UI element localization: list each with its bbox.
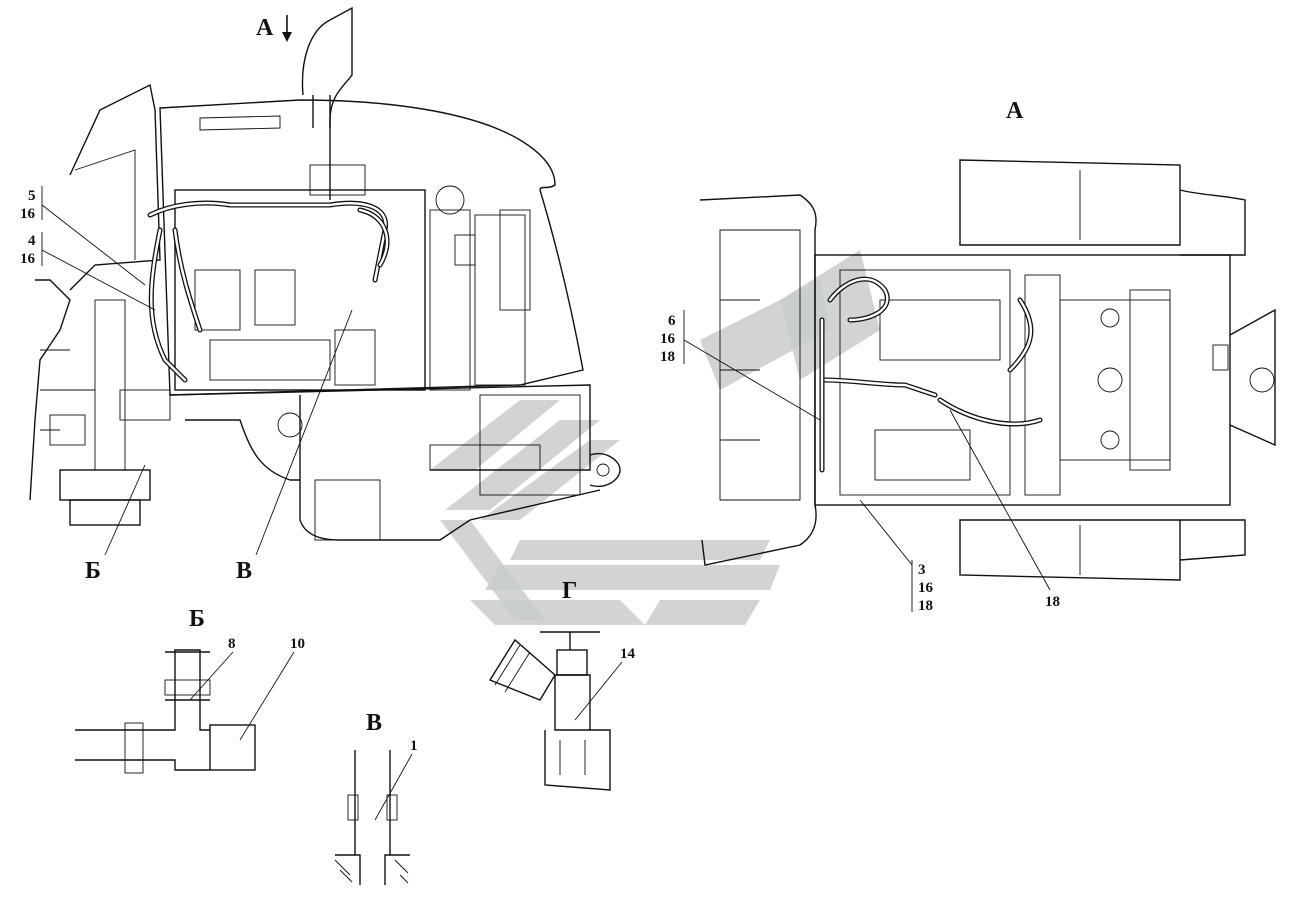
detail-b-part-10: 10 [290,636,305,652]
detail-g-part-14: 14 [620,646,636,662]
arrow-down-icon [282,15,292,42]
callout-18: 18 [660,349,675,365]
detail-g-title: Г [562,578,577,604]
callout-3: 3 [918,562,926,578]
callout-5-16: 5 16 [20,186,146,286]
detail-b-part-8: 8 [228,636,236,652]
detail-v-title: В [366,710,382,736]
detail-v-part-1: 1 [410,738,418,754]
view-arrow-label: А [256,15,274,41]
callout-3-16-18: 3 16 18 [859,499,934,614]
detail-b-title: Б [189,606,205,632]
callout-4: 4 [28,233,36,249]
side-view [29,6,621,541]
detail-b: Б 8 10 [75,606,305,774]
callout-18-label: 18 [1045,594,1060,610]
marker-v: В [236,309,353,584]
callout-6-16-18: 6 16 18 [660,310,821,421]
marker-v-label: В [236,558,252,584]
view-arrow: А [256,15,292,42]
top-view: А [699,98,1276,581]
marker-b: Б [85,464,146,584]
marker-b-label: Б [85,558,101,584]
callout-18: 18 [918,598,933,614]
callout-4-16: 4 16 [20,232,156,311]
company-logo-icon [430,250,880,625]
callout-16: 16 [20,251,36,267]
callout-6: 6 [668,313,676,329]
top-view-title: А [1006,98,1024,124]
detail-g: Г 14 [488,578,636,791]
callout-16: 16 [20,206,36,222]
callout-5: 5 [28,188,36,204]
detail-v: В 1 [334,710,418,885]
callout-16: 16 [918,580,934,596]
callout-16: 16 [660,331,676,347]
callout-18: 18 [949,409,1060,610]
